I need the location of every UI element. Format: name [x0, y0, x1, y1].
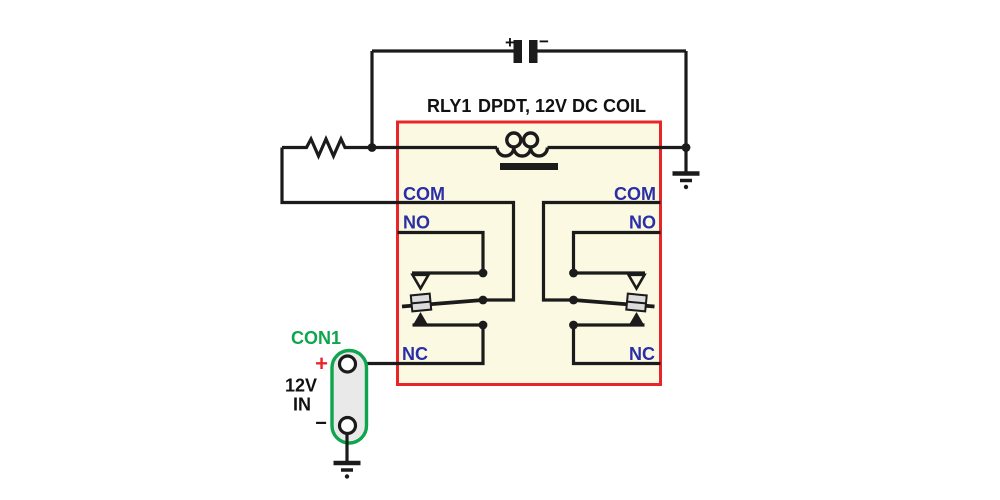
nc-contact-icon	[412, 312, 429, 326]
nc-left-label: NC	[402, 344, 428, 364]
no-left-wire	[397, 230, 485, 275]
wiper-block-line	[626, 300, 647, 305]
resistor	[282, 135, 497, 160]
relay-designator-label: RLY1	[427, 96, 471, 116]
nc-right-label: NC	[629, 344, 655, 364]
junction-dot	[569, 320, 578, 330]
junction-dot	[569, 268, 578, 278]
connector-minus-label: −	[315, 413, 327, 435]
junction-dot	[681, 143, 691, 152]
ground-symbol-right	[672, 147, 700, 190]
no-right-label: NO	[629, 213, 656, 233]
connector-con1: CON1 + 12V IN −	[285, 328, 369, 479]
no-left-label: NO	[403, 213, 430, 233]
capacitor-branch: + −	[370, 32, 688, 148]
junction-dot	[478, 320, 488, 330]
connector-plus-label: +	[315, 351, 328, 376]
resistor-branch	[282, 135, 686, 160]
junction-dot	[569, 295, 578, 305]
relay-body-box	[396, 120, 662, 386]
relay-pole-right: COM NO NC	[541, 184, 661, 366]
relay-description-label: DPDT, 12V DC COIL	[478, 96, 646, 116]
capacitor-plate-positive	[513, 40, 522, 63]
ground-dot	[344, 474, 350, 479]
coil-core-bar	[500, 163, 558, 170]
wiper-block-line	[411, 300, 431, 305]
coil-humps	[495, 147, 550, 158]
no-right-wire	[571, 230, 661, 275]
connector-voltage-label: 12V	[285, 376, 317, 396]
relay-coil	[495, 131, 558, 170]
relay-pole-left: COM NO NC	[280, 147, 516, 366]
wiper-block-right	[625, 292, 648, 313]
com-right-label: COM	[614, 184, 656, 204]
capacitor-plus-label: +	[505, 33, 515, 52]
nc-contact-icon	[628, 312, 645, 326]
connector-in-label: IN	[293, 395, 311, 415]
coil-loop-icon	[521, 131, 540, 149]
capacitor-plate-negative	[529, 40, 538, 63]
com-left-wire	[280, 147, 516, 302]
junction-dot	[478, 295, 488, 305]
com-left-label: COM	[403, 184, 445, 204]
junction-dot	[367, 143, 377, 152]
coil-loop-icon	[505, 131, 523, 149]
no-contact-icon	[626, 273, 647, 292]
ground-dot	[683, 184, 689, 190]
ground-symbol-left	[333, 460, 361, 479]
wiper-block-left	[409, 292, 433, 313]
no-contact-icon	[410, 273, 431, 292]
terminal-negative	[337, 415, 358, 436]
junction-dot	[478, 268, 488, 278]
capacitor-minus-label: −	[539, 32, 549, 51]
terminal-positive	[337, 354, 358, 374]
connector-designator-label: CON1	[291, 328, 341, 348]
com-right-wire	[541, 200, 661, 302]
